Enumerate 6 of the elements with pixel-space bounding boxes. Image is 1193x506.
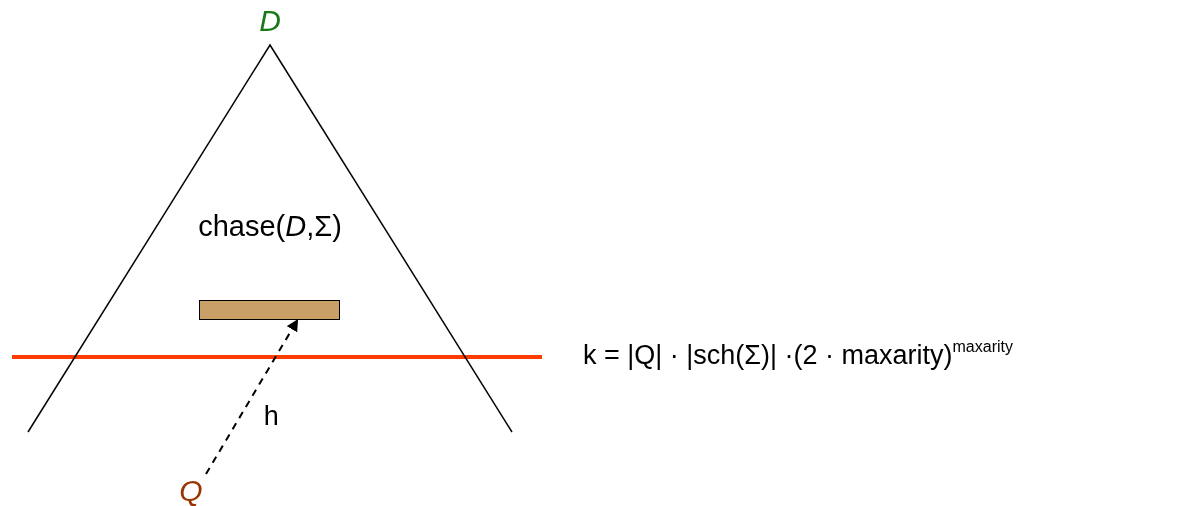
triangle-label: chase(D,Σ) <box>197 210 343 243</box>
formula-text: k = |Q| · |sch(Σ)| ·(2 · maxarity)$^{maxarity}$ <box>583 338 1013 371</box>
bar-shape <box>199 300 340 320</box>
dashed-arrow <box>205 318 299 475</box>
apex-label: D <box>258 4 282 38</box>
node-label: Q <box>179 474 203 506</box>
